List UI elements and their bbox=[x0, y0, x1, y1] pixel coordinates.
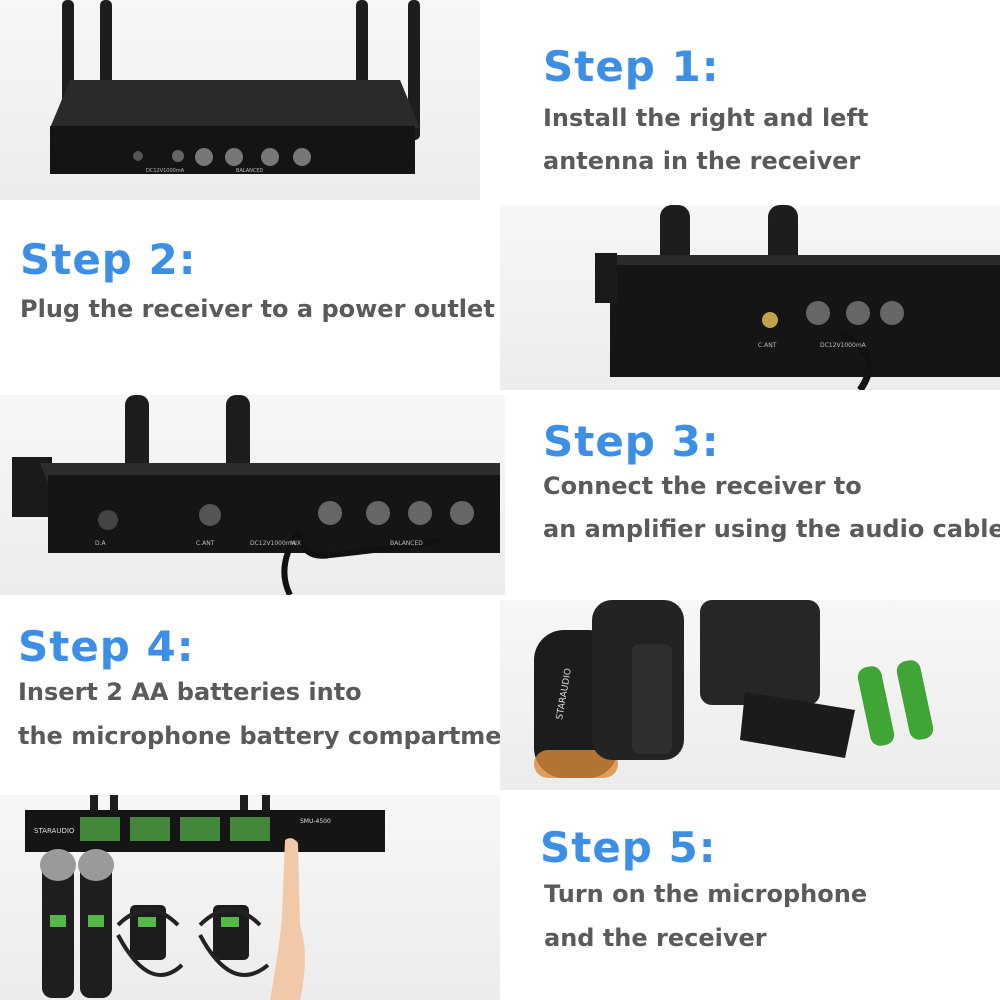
step-5-line-1: Turn on the microphone bbox=[544, 880, 868, 908]
step-5-title: Step 5: bbox=[540, 823, 717, 872]
step-1-line-1: Install the right and left bbox=[543, 104, 869, 132]
step-5-band: STARAUDIO SMU-4500 Step 5: Turn on the m… bbox=[0, 795, 1000, 1000]
step-1-title: Step 1: bbox=[543, 42, 720, 91]
step-3-line-2: an amplifier using the audio cable bbox=[543, 515, 1000, 543]
step-4-line-1: Insert 2 AA batteries into bbox=[18, 678, 362, 706]
dc-label: DC12V1000mA bbox=[146, 168, 185, 174]
battery-1 bbox=[857, 666, 895, 746]
dc-label-3: DC12V1000mA bbox=[250, 540, 297, 547]
step-3-title: Step 3: bbox=[543, 417, 720, 466]
step-3-band: D.A C.ANT DC12V1000mA MIX BALANCED Step … bbox=[0, 395, 1000, 600]
step-1-band: DC12V1000mA BALANCED Step 1: Install the… bbox=[0, 0, 1000, 205]
c-ant-label: C.ANT bbox=[758, 342, 777, 349]
balanced-label-3: BALANCED bbox=[390, 540, 423, 547]
step-2-title: Step 2: bbox=[20, 235, 197, 284]
step-4-title: Step 4: bbox=[18, 622, 195, 671]
step-4-line-2: the microphone battery compartment bbox=[18, 722, 531, 750]
receiver-brand: STARAUDIO bbox=[34, 827, 75, 835]
dc-label-2: DC12V1000mA bbox=[820, 342, 867, 349]
step-1-photo: DC12V1000mA BALANCED bbox=[0, 0, 480, 200]
step-2-line-1: Plug the receiver to a power outlet bbox=[20, 295, 495, 323]
step-2-photo: DC12V1000mA C.ANT bbox=[500, 205, 1000, 390]
receiver-model: SMU-4500 bbox=[300, 818, 331, 825]
step-4-band: Step 4: Insert 2 AA batteries into the m… bbox=[0, 600, 1000, 795]
step-3-photo: D.A C.ANT DC12V1000mA MIX BALANCED bbox=[0, 395, 505, 595]
step-3-line-1: Connect the receiver to bbox=[543, 472, 862, 500]
step-4-photo: STARAUDIO bbox=[500, 600, 1000, 790]
battery-2 bbox=[896, 660, 934, 740]
step-5-line-2: and the receiver bbox=[544, 924, 767, 952]
step-2-band: Step 2: Plug the receiver to a power out… bbox=[0, 205, 1000, 395]
mix-label: MIX bbox=[290, 540, 301, 547]
balanced-label: BALANCED bbox=[236, 168, 264, 174]
step-1-line-2: antenna in the receiver bbox=[543, 147, 861, 175]
c-ant-label-3: C.ANT bbox=[196, 540, 215, 547]
d-ant-label: D.A bbox=[95, 540, 107, 547]
step-5-photo: STARAUDIO SMU-4500 bbox=[0, 795, 500, 1000]
